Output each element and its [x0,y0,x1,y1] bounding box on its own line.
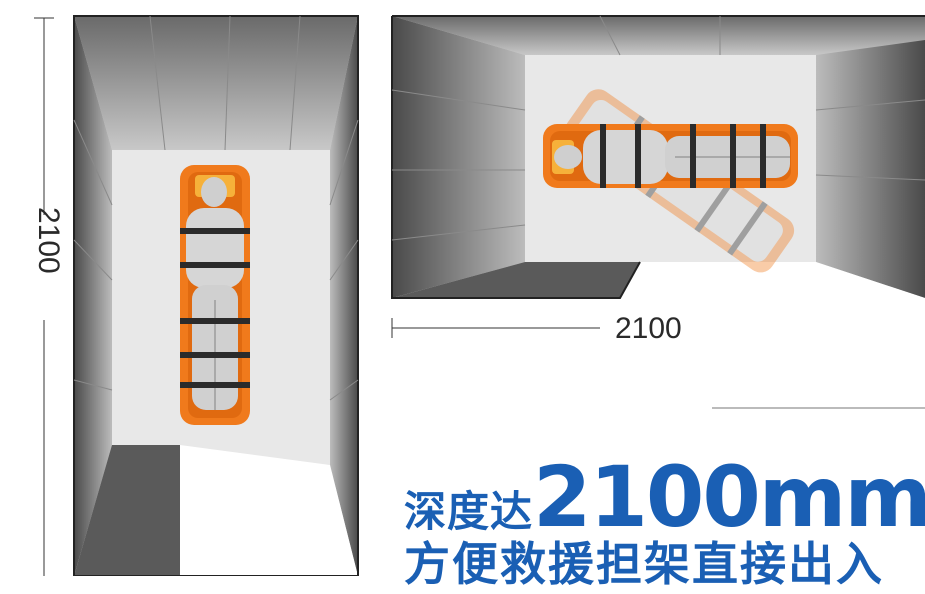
subline: 方便救援担架直接出入 [404,537,884,591]
stretcher-horizontal [543,124,798,188]
horizontal-dimension-label: 2100 [615,312,682,345]
stretcher-vertical [180,165,250,425]
vertical-dimension-line [34,17,54,576]
vertical-dimension-label: 2100 [32,207,65,274]
right-elevator [391,15,925,299]
headline-value: 2100mm [533,448,925,546]
headline: 深度达2100mm [404,455,925,539]
elevator-illustration [34,15,925,576]
headline-prefix: 深度达 [404,487,534,536]
horizontal-dimension-line [391,318,600,338]
